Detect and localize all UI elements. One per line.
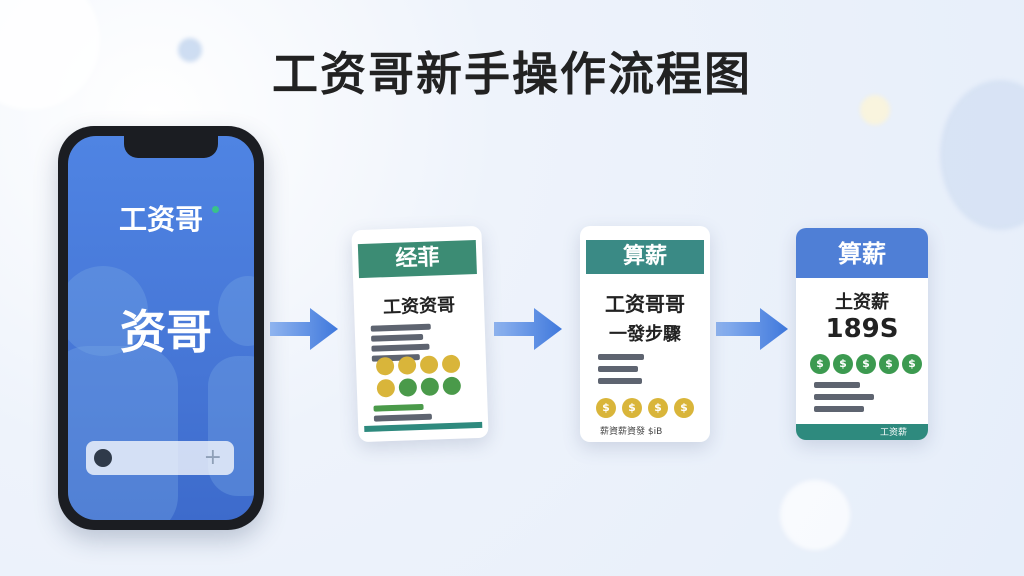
coin-icon: $ [856, 354, 876, 374]
phone-input-bar[interactable]: + [86, 441, 234, 475]
coin-icon: $ [833, 354, 853, 374]
arrow-right-icon [494, 308, 562, 350]
card-header: 算薪 [586, 240, 704, 274]
app-hero-text: 资哥 [120, 305, 212, 359]
coin-icon: $ [810, 354, 830, 374]
salary-amount: 189S [825, 314, 899, 344]
coin-icon [441, 354, 461, 374]
page-title: 工资哥新手操作流程图 [272, 47, 752, 101]
plus-icon[interactable]: + [203, 445, 222, 470]
avatar-icon [94, 449, 112, 467]
background-person [68, 346, 178, 520]
card-title: 工资资哥 [382, 294, 456, 319]
card-header: 经菲 [357, 239, 477, 279]
text-line [373, 413, 432, 422]
coin-icon [398, 378, 418, 397]
card-header: 算薪 [796, 228, 928, 278]
coin-icon: $ [622, 398, 642, 418]
coin-icon: $ [674, 398, 694, 418]
step-card-3: 算薪 土资薪 189S $ $ $ $ $ 工资薪 [796, 228, 928, 440]
coin-icon [419, 355, 439, 375]
background-blob [178, 38, 202, 62]
arrow-right-icon [270, 308, 338, 350]
phone-screen: 工资哥 资哥 + [68, 136, 254, 520]
coin-icon [420, 377, 440, 396]
coin-icon: $ [596, 398, 616, 418]
phone-mockup: 工资哥 资哥 + [58, 126, 264, 530]
app-logo: 工资哥 [118, 203, 203, 236]
step-card-1: 经菲 工资资哥 [351, 225, 489, 443]
text-line [598, 378, 642, 384]
coin-icon [376, 378, 396, 398]
card-footer [796, 424, 928, 440]
coin-icon: $ [648, 398, 668, 418]
logo-dot-icon [212, 206, 219, 213]
text-line [814, 406, 864, 412]
card-footer-text: 薪資薪資發 $iB [600, 427, 663, 437]
text-line [814, 382, 860, 388]
text-line [371, 343, 430, 352]
text-line [370, 323, 431, 332]
phone-notch [124, 136, 218, 158]
step-card-2: 算薪 工资哥哥 一發步驟 $ $ $ $ 薪資薪資發 $iB [580, 226, 710, 442]
card-subtitle: 一發步驟 [609, 324, 681, 345]
text-line [371, 333, 424, 342]
text-line [814, 394, 874, 400]
text-line [598, 354, 644, 360]
coin-icon [375, 356, 395, 376]
coin-icon: $ [902, 354, 922, 374]
background-blob [860, 95, 890, 125]
coin-icon [397, 356, 417, 375]
background-person [68, 266, 148, 356]
arrow-right-icon [716, 308, 788, 350]
text-line [598, 366, 638, 372]
coin-icon [442, 376, 462, 396]
card-title: 工资哥哥 [605, 292, 685, 316]
coin-icon: $ [879, 354, 899, 374]
text-line [373, 403, 424, 412]
card-footer [364, 421, 483, 433]
background-blob [780, 480, 850, 550]
background-person [208, 356, 254, 496]
card-title: 土资薪 [835, 292, 889, 313]
card-footer-text: 工资薪 [880, 428, 908, 438]
